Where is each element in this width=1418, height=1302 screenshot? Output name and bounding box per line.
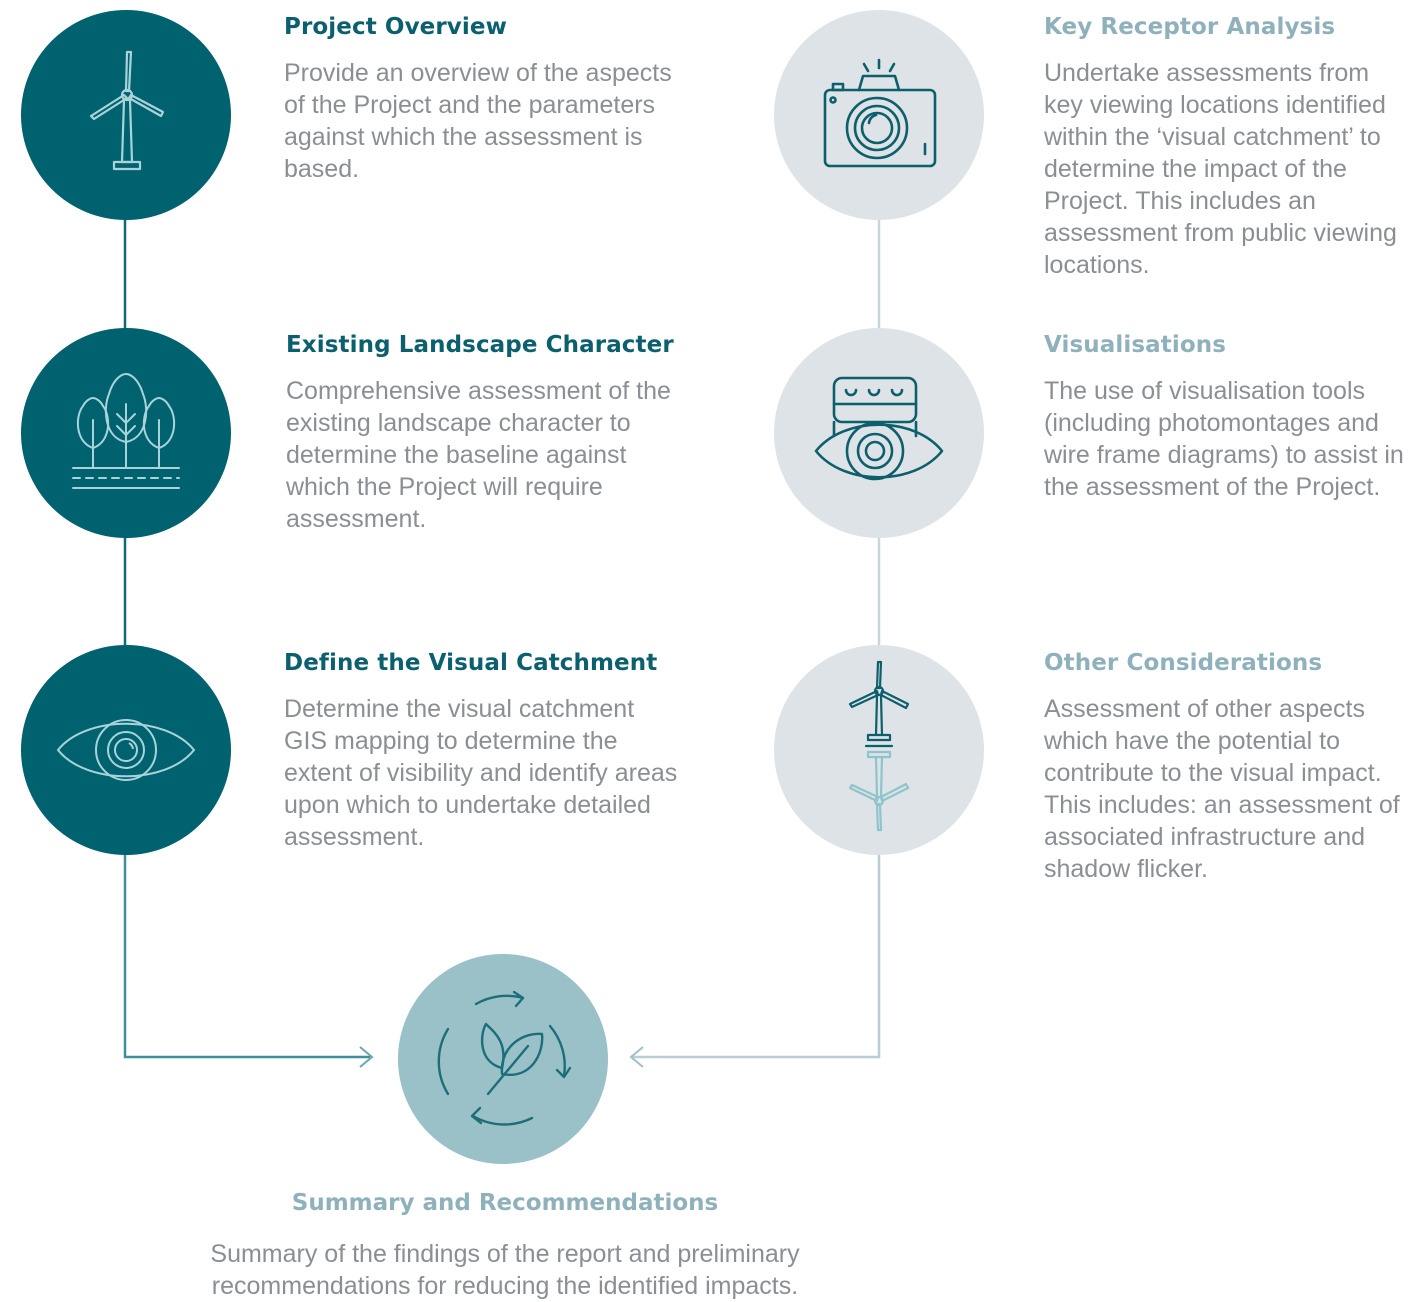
step-description: Undertake assessments from key viewing l… bbox=[1044, 59, 1397, 279]
step-description: Assessment of other aspects which have t… bbox=[1044, 695, 1400, 883]
summary-description: Summary of the findings of the report an… bbox=[210, 1240, 800, 1300]
visualisations-block: Visualisations The use of visualisation … bbox=[1044, 330, 1414, 503]
visualisations-circle bbox=[774, 328, 984, 538]
other-considerations-circle bbox=[774, 645, 984, 855]
eye-viewer-icon bbox=[814, 376, 944, 480]
turbine-reflection-icon bbox=[848, 660, 910, 832]
step-title: Define the Visual Catchment bbox=[284, 650, 658, 676]
step-title: Key Receptor Analysis bbox=[1044, 14, 1336, 40]
project-overview-block: Project Overview Provide an overview of … bbox=[284, 12, 684, 185]
step-title: Other Considerations bbox=[1044, 650, 1323, 676]
eye-icon bbox=[56, 719, 196, 781]
key-receptor-block: Key Receptor Analysis Undertake assessme… bbox=[1044, 12, 1414, 281]
visual-catchment-block: Define the Visual Catchment Determine th… bbox=[284, 648, 684, 853]
visual-catchment-circle bbox=[21, 645, 231, 855]
step-title: Visualisations bbox=[1044, 332, 1226, 358]
landscape-character-block: Existing Landscape Character Comprehensi… bbox=[286, 330, 686, 535]
step-title: Existing Landscape Character bbox=[286, 332, 674, 358]
other-considerations-block: Other Considerations Assessment of other… bbox=[1044, 648, 1416, 885]
summary-title: Summary and Recommendations bbox=[291, 1190, 719, 1216]
summary-circle bbox=[398, 954, 608, 1164]
step-description: The use of visualisation tools (includin… bbox=[1044, 377, 1404, 501]
step-description: Provide an overview of the aspects of th… bbox=[284, 59, 672, 183]
step-description: Determine the visual catchment GIS mappi… bbox=[284, 695, 678, 851]
trees-icon bbox=[72, 373, 180, 489]
wind-turbine-icon bbox=[89, 50, 165, 171]
project-overview-circle bbox=[21, 10, 231, 220]
camera-icon bbox=[823, 58, 937, 167]
step-title: Project Overview bbox=[284, 14, 507, 40]
key-receptor-circle bbox=[774, 10, 984, 220]
leaf-cycle-icon bbox=[437, 990, 572, 1126]
step-description: Comprehensive assessment of the existing… bbox=[286, 377, 671, 533]
landscape-character-circle bbox=[21, 328, 231, 538]
